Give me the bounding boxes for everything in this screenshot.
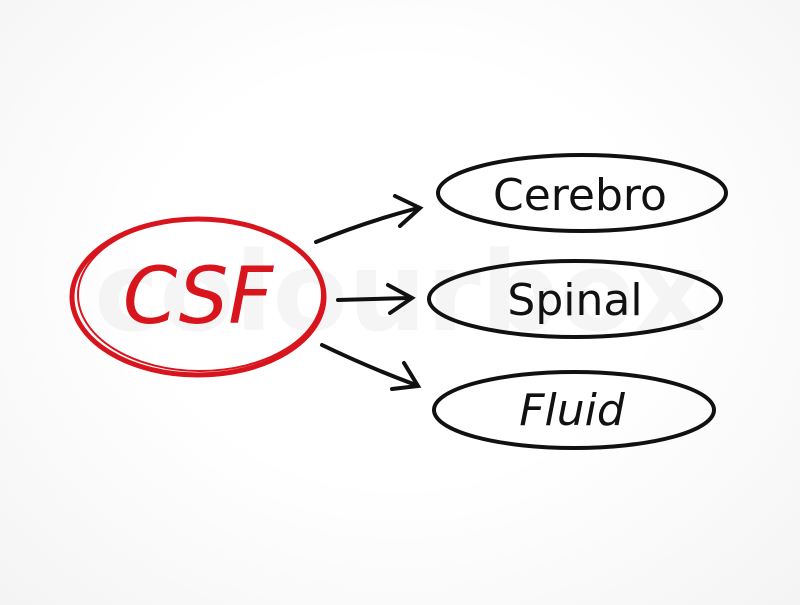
expansion-spinal: Spinal — [427, 259, 723, 339]
arrow-to-spinal — [336, 296, 412, 302]
acronym-text: CSF — [123, 252, 274, 342]
expansion-cerebro: Cerebro — [436, 153, 728, 233]
arrow-to-fluid — [320, 343, 418, 387]
expansion-text: Cerebro — [493, 170, 667, 221]
expansion-text: Spinal — [507, 275, 642, 326]
expansion-text: Fluid — [519, 385, 626, 436]
arrow-to-cerebro — [314, 206, 420, 244]
acronym-bubble: CSF — [69, 216, 327, 378]
expansion-fluid: Fluid — [432, 370, 716, 450]
